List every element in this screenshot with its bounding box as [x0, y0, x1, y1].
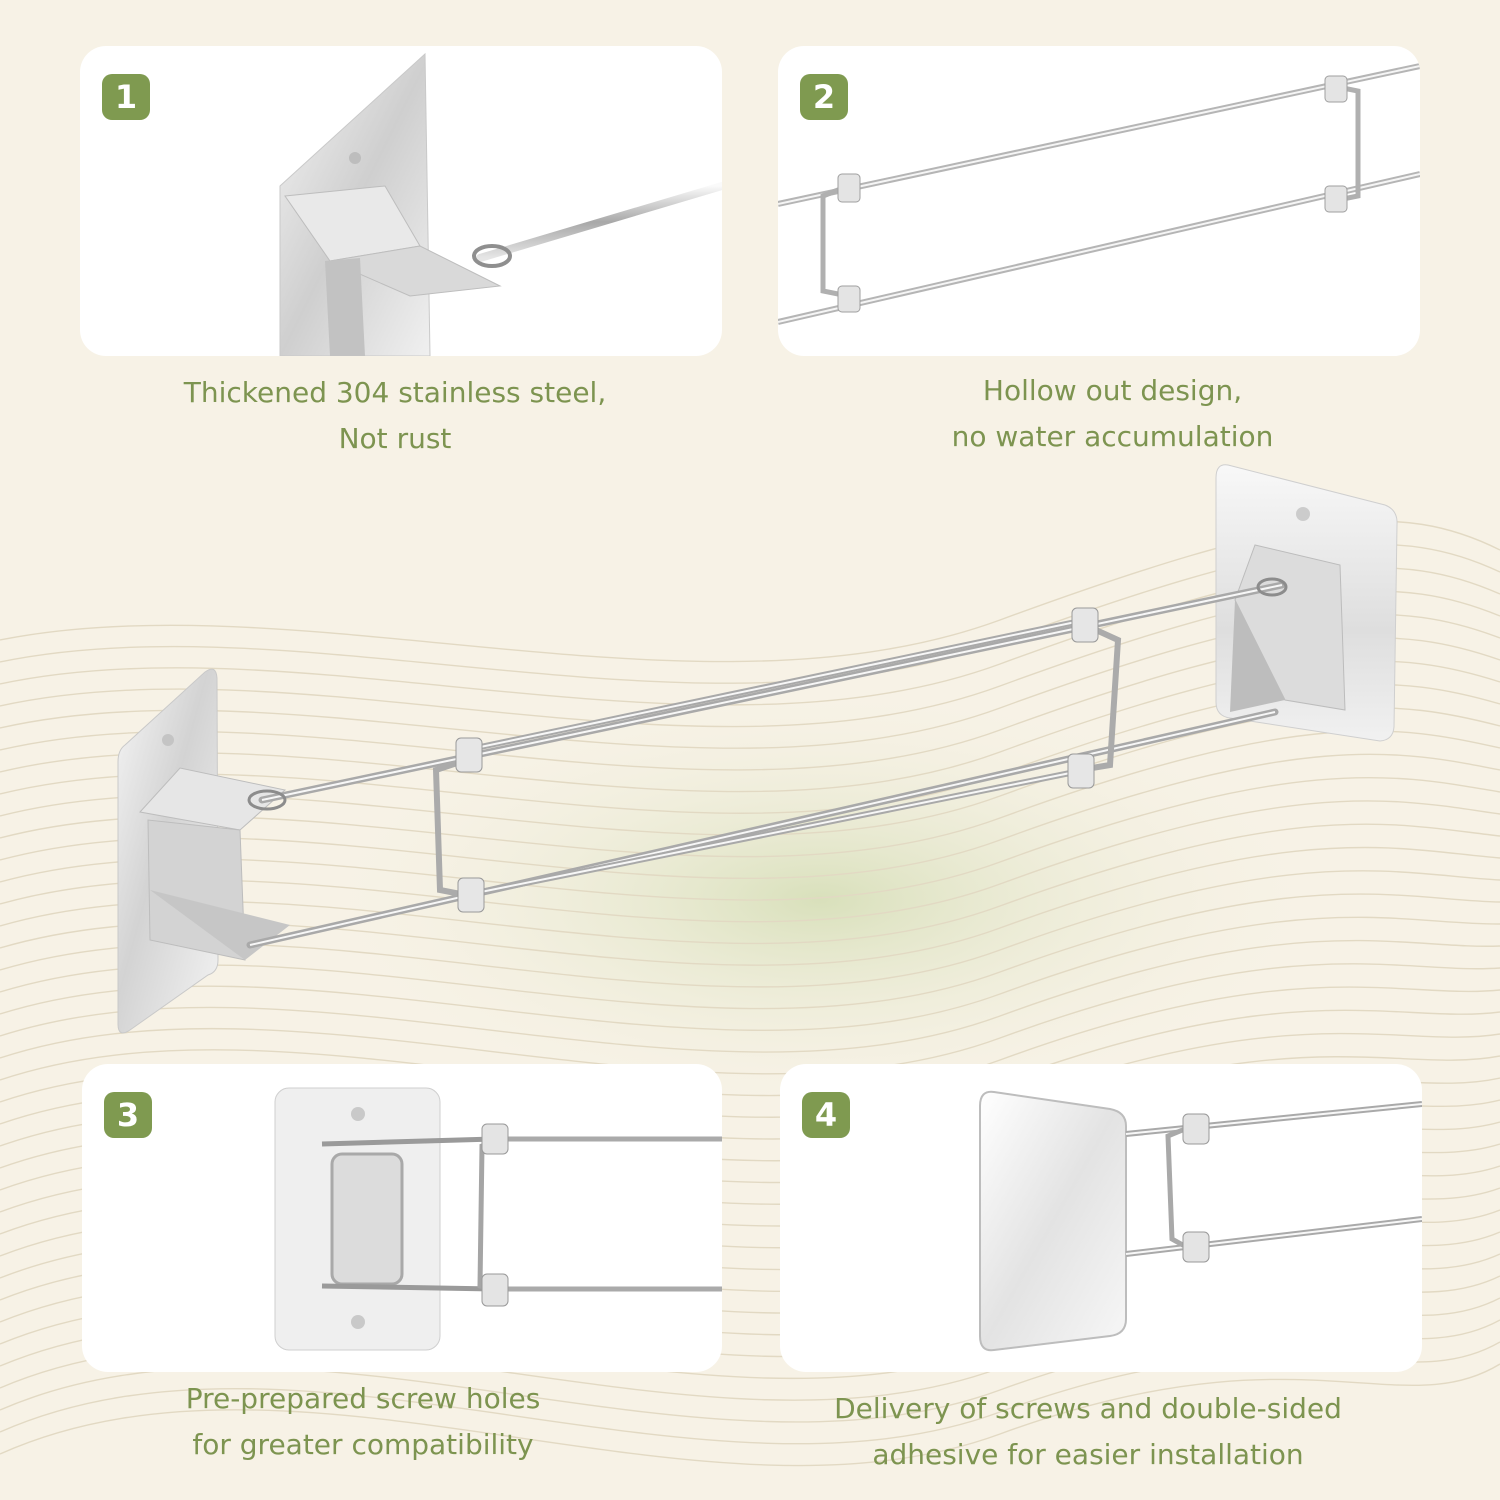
adhesive-plate-image [979, 1090, 1422, 1352]
feature-panel-1: 1 [80, 46, 722, 356]
background-wave-line [0, 893, 1500, 1010]
towel-rack-product-image [117, 464, 1398, 1034]
background-wave-line [0, 1363, 1500, 1467]
hollow-rail-image [778, 63, 1420, 325]
feature-panel-2: 2 [778, 46, 1420, 356]
background-wave-line [0, 939, 1500, 1053]
feature-number-badge: 3 [104, 1092, 152, 1138]
feature-caption-1: Thickened 304 stainless steel, Not rust [183, 376, 607, 455]
feature-panel-4: 4 [780, 1064, 1422, 1372]
background-wave-line [0, 823, 1500, 945]
background-wave-line [0, 800, 1500, 923]
background-wave-line [0, 963, 1500, 1075]
feature-number-badge: 4 [802, 1092, 850, 1138]
background-wave-line [0, 753, 1500, 879]
feature-caption-4: Delivery of screws and double-sided adhe… [834, 1392, 1342, 1471]
screw-holes-image [274, 1087, 722, 1351]
background-wave-line [0, 776, 1500, 901]
feature-panel-3: 3 [82, 1064, 722, 1372]
feature-number-badge: 2 [800, 74, 848, 120]
feature-number-badge: 1 [102, 74, 150, 120]
background-wave-line [0, 916, 1500, 1032]
feature-caption-2: Hollow out design, no water accumulation [951, 374, 1274, 453]
bracket-closeup-image [279, 52, 722, 356]
feature-caption-3: Pre-prepared screw holes for greater com… [185, 1382, 541, 1461]
